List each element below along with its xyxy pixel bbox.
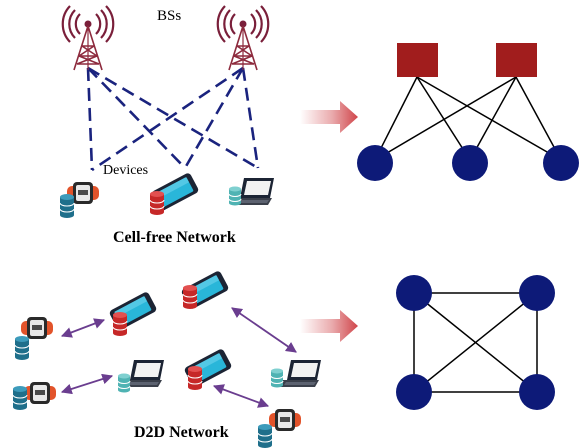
smartwatch-icon bbox=[269, 409, 301, 431]
device-node-1 bbox=[357, 145, 393, 181]
cell-free-caption: Cell-free Network bbox=[113, 229, 236, 246]
d2d-device-watch-2 bbox=[12, 382, 56, 411]
d2d-graph-edges bbox=[413, 292, 538, 393]
smartwatch-icon bbox=[21, 317, 53, 339]
device-phone-top bbox=[149, 171, 200, 216]
d2d-node-3 bbox=[396, 374, 432, 410]
d2d-device-phone-1 bbox=[108, 290, 158, 337]
database-icon bbox=[270, 368, 284, 388]
device-node-3 bbox=[543, 145, 579, 181]
d2d-links bbox=[60, 307, 297, 408]
d2d-device-laptop bbox=[117, 360, 164, 393]
d2d-device-watch-3 bbox=[257, 409, 301, 448]
devices-label: Devices bbox=[103, 163, 149, 178]
bs-node-2 bbox=[496, 43, 537, 77]
database-icon bbox=[187, 365, 203, 391]
database-icon bbox=[257, 423, 273, 448]
database-icon bbox=[117, 373, 131, 393]
d2d-device-phone-3 bbox=[183, 347, 233, 391]
d2d-node-1 bbox=[396, 275, 432, 311]
transform-arrow-bottom bbox=[300, 310, 358, 342]
d2d-node-4 bbox=[519, 374, 555, 410]
device-node-2 bbox=[452, 145, 488, 181]
d2d-caption: D2D Network bbox=[134, 424, 229, 441]
device-laptop-top bbox=[228, 178, 274, 206]
database-icon bbox=[228, 186, 242, 206]
d2d-device-laptop-2 bbox=[270, 360, 321, 388]
bs-node-1 bbox=[397, 43, 438, 77]
radio-tower-icon bbox=[61, 4, 115, 72]
database-icon bbox=[12, 385, 28, 411]
d2d-node-2 bbox=[519, 275, 555, 311]
bipartite-edges bbox=[374, 76, 562, 161]
database-icon bbox=[59, 193, 75, 219]
smartwatch-icon bbox=[24, 382, 56, 404]
database-icon bbox=[182, 284, 198, 310]
transform-arrow-top bbox=[300, 101, 358, 133]
database-icon bbox=[14, 335, 30, 361]
cell-free-dashed-links bbox=[86, 66, 260, 172]
bss-label: BSs bbox=[157, 8, 182, 24]
laptop-icon bbox=[279, 360, 321, 387]
radio-tower-icon bbox=[216, 4, 270, 72]
d2d-device-phone-2 bbox=[180, 269, 230, 311]
d2d-device-watch-1 bbox=[14, 317, 53, 361]
device-watch-top bbox=[59, 182, 99, 219]
database-icon bbox=[149, 190, 165, 216]
database-icon bbox=[112, 311, 128, 337]
